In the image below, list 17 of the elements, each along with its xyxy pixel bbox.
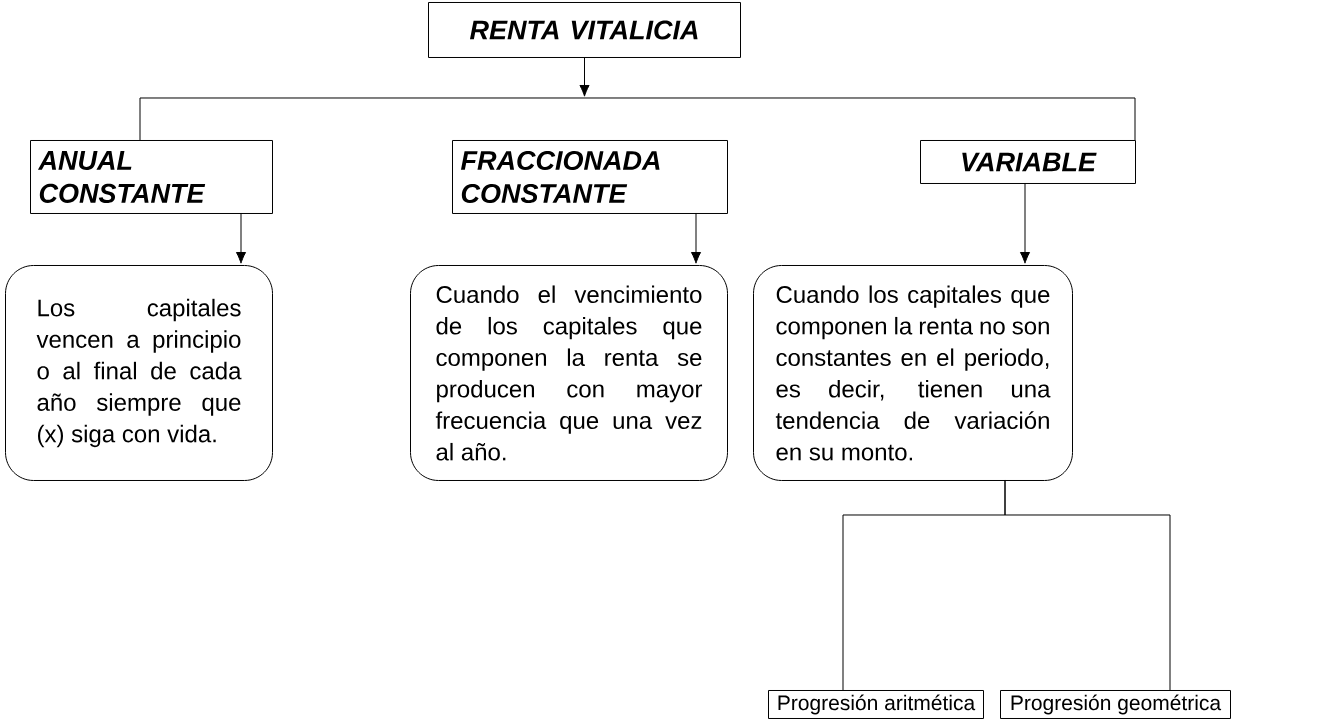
category-box: VARIABLE	[920, 140, 1136, 184]
arrow	[690, 212, 702, 264]
connector-line	[1004, 479, 1171, 691]
connector-line	[1134, 111, 1136, 141]
category-box: ANUAL CONSTANTE	[30, 140, 273, 214]
connector-line	[139, 111, 141, 141]
arrow	[1019, 182, 1031, 264]
subtype-box: Progresión geométrica	[1000, 690, 1231, 719]
description-box: Cuando los capitales que componen la renta no son constantes en el periodo, es decir, tienen una tendencia de variación en su monto.	[753, 265, 1073, 481]
category-box: FRACCIONADA CONSTANTE	[452, 140, 728, 214]
category-box: RENTA VITALICIA	[428, 2, 741, 58]
description-box: Cuando el vencimiento de los capitales que componen la renta se producen con mayor frecuencia que una vez al año.	[410, 265, 728, 481]
subtype-box: Progresión aritmética	[768, 690, 984, 719]
bracket-bar	[139, 97, 1136, 113]
arrow	[579, 57, 590, 97]
arrow	[235, 212, 247, 264]
description-box: Los capitales vencen a principio o al final de cada año siempre que (x) siga con vida.	[5, 265, 273, 481]
